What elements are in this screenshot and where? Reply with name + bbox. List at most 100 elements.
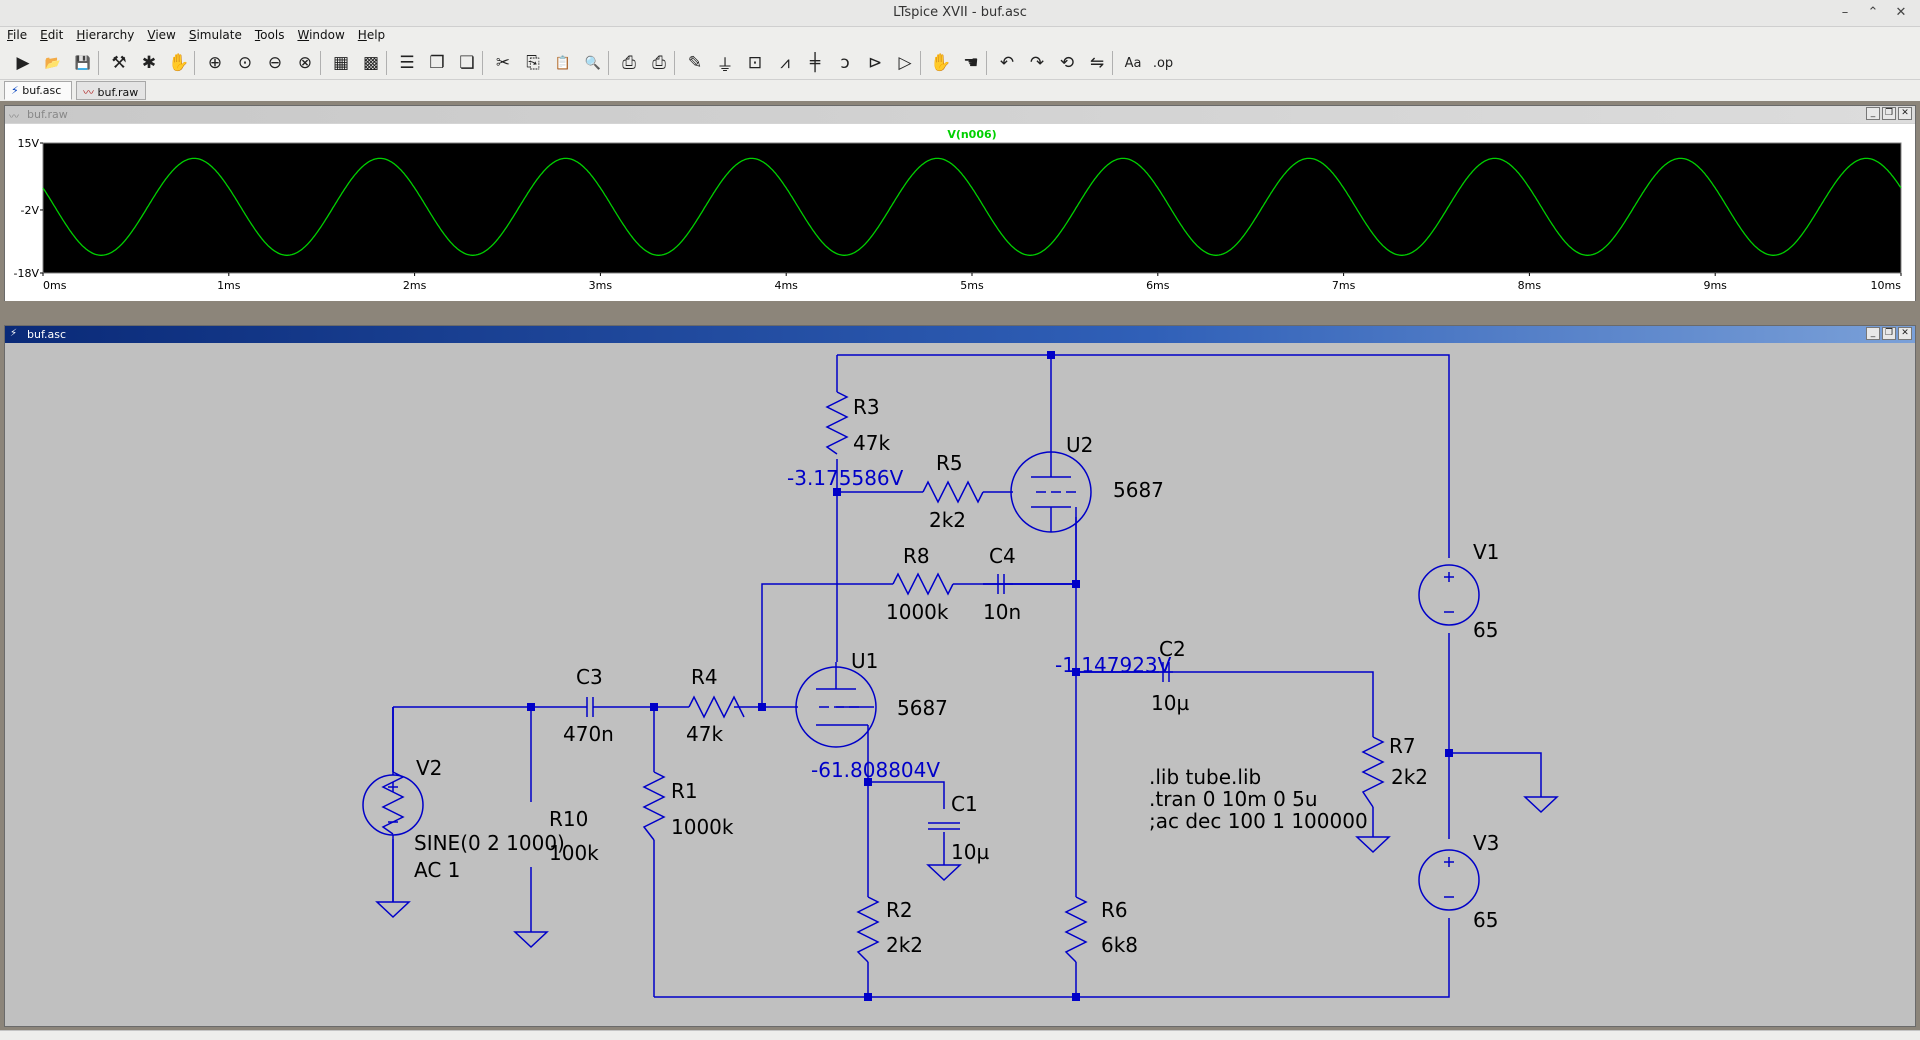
move-button[interactable]: ✋ bbox=[928, 50, 954, 76]
drag-button[interactable]: ☚ bbox=[958, 50, 984, 76]
x-tick-label[interactable]: 7ms bbox=[1332, 279, 1356, 292]
label-c4-value[interactable]: 10n bbox=[983, 600, 1021, 624]
schematic-close-button[interactable]: ✕ bbox=[1898, 327, 1912, 340]
component-button[interactable]: ▷ bbox=[892, 50, 918, 76]
schematic-canvas[interactable]: R347kR52k2U25687R81000kC410nV165C210µC34… bbox=[5, 343, 1915, 1026]
menu-hierarchy[interactable]: Hierarchy bbox=[76, 28, 135, 42]
tube-u1[interactable] bbox=[795, 662, 877, 748]
label-r5-ref[interactable]: R5 bbox=[936, 451, 963, 475]
label-r1-value[interactable]: 1000k bbox=[671, 815, 734, 839]
label-u1-value[interactable]: 5687 bbox=[897, 696, 948, 720]
run-halt-button[interactable]: ✱ bbox=[136, 50, 162, 76]
grid-button[interactable]: ▩ bbox=[358, 50, 384, 76]
label-c3-ref[interactable]: C3 bbox=[576, 665, 603, 689]
close-button[interactable]: ✕ bbox=[1895, 5, 1907, 20]
resistor-r2[interactable] bbox=[856, 896, 880, 963]
label-u2-ref[interactable]: U2 bbox=[1066, 433, 1093, 457]
tile-horizontal-button[interactable]: ☰ bbox=[394, 50, 420, 76]
label-c4-ref[interactable]: C4 bbox=[989, 544, 1016, 568]
label-c3-value[interactable]: 470n bbox=[563, 722, 614, 746]
label-r2-value[interactable]: 2k2 bbox=[886, 933, 923, 957]
print-setup-button[interactable]: ⎙ bbox=[646, 50, 672, 76]
voltage-source-v3[interactable] bbox=[1418, 849, 1480, 911]
find-button[interactable]: 🔍 bbox=[580, 50, 606, 76]
label-r6-ref[interactable]: R6 bbox=[1101, 898, 1128, 922]
label-v3-value[interactable]: 65 bbox=[1473, 908, 1498, 932]
waveform-window-title[interactable]: 〰 buf.raw bbox=[5, 106, 1915, 123]
schematic-restore-button[interactable]: ❐ bbox=[1882, 327, 1896, 340]
spice-directive[interactable]: .lib tube.lib bbox=[1149, 765, 1261, 789]
label-c1-ref[interactable]: C1 bbox=[951, 792, 978, 816]
resistor-button[interactable]: ⩘ bbox=[772, 50, 798, 76]
capacitor-c4[interactable] bbox=[983, 574, 1013, 594]
node-voltage-label[interactable]: -1.147923V bbox=[1055, 653, 1172, 677]
capacitor-c1[interactable] bbox=[928, 822, 960, 830]
text-button[interactable]: Aa bbox=[1120, 50, 1146, 76]
x-tick-label[interactable]: 6ms bbox=[1146, 279, 1170, 292]
pan-button[interactable]: ⊙ bbox=[232, 50, 258, 76]
maximize-button[interactable]: ⌃ bbox=[1867, 5, 1879, 20]
label-r7-value[interactable]: 2k2 bbox=[1391, 765, 1428, 789]
minimize-button[interactable]: – bbox=[1841, 5, 1849, 20]
menu-simulate[interactable]: Simulate bbox=[188, 28, 242, 42]
x-tick-label[interactable]: 0ms bbox=[43, 279, 67, 292]
label-r1-ref[interactable]: R1 bbox=[671, 779, 698, 803]
resistor-r5[interactable] bbox=[922, 480, 984, 504]
tile-vertical-button[interactable]: ❏ bbox=[454, 50, 480, 76]
resistor-r7[interactable] bbox=[1361, 736, 1385, 808]
x-tick-label[interactable]: 2ms bbox=[403, 279, 427, 292]
label-r3-ref[interactable]: R3 bbox=[853, 395, 880, 419]
save-button[interactable]: 💾 bbox=[70, 50, 96, 76]
waveform-close-button[interactable]: ✕ bbox=[1898, 107, 1912, 120]
x-tick-label[interactable]: 3ms bbox=[589, 279, 613, 292]
capacitor-button[interactable]: ╪ bbox=[802, 50, 828, 76]
redo-button[interactable]: ↷ bbox=[1024, 50, 1050, 76]
capacitor-c2[interactable] bbox=[1162, 662, 1170, 682]
zoom-out-button[interactable]: ⊖ bbox=[262, 50, 288, 76]
plot-area[interactable] bbox=[42, 142, 1902, 274]
resistor-r6[interactable] bbox=[1064, 896, 1088, 963]
resistor-r3[interactable] bbox=[825, 391, 849, 455]
draw-wire-button[interactable]: ✎ bbox=[682, 50, 708, 76]
label-r8-value[interactable]: 1000k bbox=[886, 600, 949, 624]
schematic-window-title[interactable]: ⚡ buf.asc bbox=[5, 326, 1915, 343]
label-r3-value[interactable]: 47k bbox=[853, 431, 890, 455]
label-v2-value[interactable]: SINE(0 2 1000) bbox=[414, 831, 565, 855]
node-voltage-label[interactable]: -3.175586V bbox=[787, 466, 904, 490]
label-r2-ref[interactable]: R2 bbox=[886, 898, 913, 922]
resistor-r8[interactable] bbox=[892, 572, 954, 596]
spice-directive[interactable]: .tran 0 10m 0 5u bbox=[1149, 787, 1318, 811]
zoom-fit-button[interactable]: ⊗ bbox=[292, 50, 318, 76]
paste-button[interactable]: 📋 bbox=[550, 50, 576, 76]
menu-file[interactable]: File bbox=[7, 28, 28, 42]
resistor-r4[interactable] bbox=[688, 695, 745, 719]
label-r4-ref[interactable]: R4 bbox=[691, 665, 718, 689]
run-button[interactable]: ▶ bbox=[10, 50, 36, 76]
node-voltage-label[interactable]: -61.808804V bbox=[811, 758, 940, 782]
label-r10-ref[interactable]: R10 bbox=[549, 807, 588, 831]
menu-edit[interactable]: Edit bbox=[40, 28, 64, 42]
x-tick-label[interactable]: 1ms bbox=[217, 279, 241, 292]
autorange-button[interactable]: ▦ bbox=[328, 50, 354, 76]
label-v1-ref[interactable]: V1 bbox=[1473, 540, 1499, 564]
menu-tools[interactable]: Tools bbox=[254, 28, 285, 42]
menu-view[interactable]: View bbox=[147, 28, 176, 42]
open-button[interactable]: 📂 bbox=[40, 50, 66, 76]
x-tick-label[interactable]: 4ms bbox=[774, 279, 798, 292]
x-tick-label[interactable]: 9ms bbox=[1703, 279, 1727, 292]
waveform-restore-button[interactable]: ❐ bbox=[1882, 107, 1896, 120]
label-r7-ref[interactable]: R7 bbox=[1389, 734, 1416, 758]
print-button[interactable]: ⎙ bbox=[616, 50, 642, 76]
menu-window[interactable]: Window bbox=[297, 28, 345, 42]
inductor-button[interactable]: ↄ bbox=[832, 50, 858, 76]
label-r4-value[interactable]: 47k bbox=[686, 722, 723, 746]
y-tick-label[interactable]: 15V bbox=[17, 137, 39, 150]
copy-button[interactable]: ⎘ bbox=[520, 50, 546, 76]
rotate-button[interactable]: ⟲ bbox=[1054, 50, 1080, 76]
halt-button[interactable]: ✋ bbox=[166, 50, 192, 76]
label-net-button[interactable]: ⊡ bbox=[742, 50, 768, 76]
waveform-minimize-button[interactable]: _ bbox=[1866, 107, 1880, 120]
label-v2-ref[interactable]: V2 bbox=[416, 756, 442, 780]
zoom-in-button[interactable]: ⊕ bbox=[202, 50, 228, 76]
trace-title[interactable]: V(n006) bbox=[947, 128, 996, 141]
